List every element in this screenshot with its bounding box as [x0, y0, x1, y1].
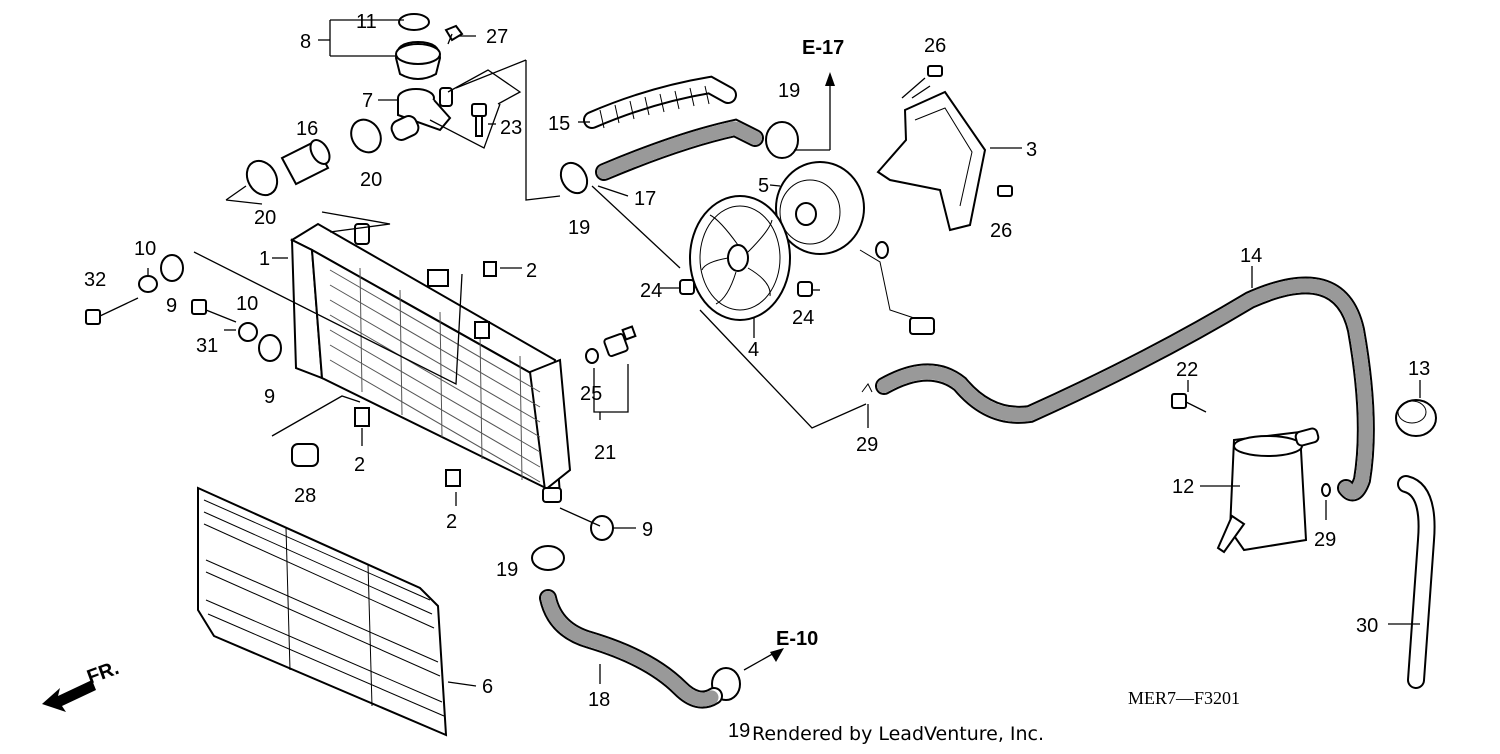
callout-4[interactable]: 4 — [748, 339, 759, 361]
callout-23[interactable]: 23 — [500, 117, 522, 139]
callout-15[interactable]: 15 — [548, 113, 570, 135]
callout-13[interactable]: 13 — [1408, 358, 1430, 380]
callout-27[interactable]: 27 — [486, 26, 508, 48]
hose-clamp-20-part[interactable] — [241, 114, 387, 200]
fan-motor-part[interactable] — [775, 161, 936, 335]
callout-9b[interactable]: 9 — [264, 386, 275, 408]
callout-9c[interactable]: 9 — [642, 519, 653, 541]
callout-20b[interactable]: 20 — [360, 169, 382, 191]
bolt-26-part[interactable] — [927, 65, 1013, 197]
reference-e17[interactable]: E-17 — [802, 37, 844, 59]
callout-29a[interactable]: 29 — [856, 434, 878, 456]
callout-25[interactable]: 25 — [580, 383, 602, 405]
hose-clamp-19-part[interactable] — [531, 121, 799, 701]
leader-lines — [147, 19, 1421, 687]
hose-15-part[interactable] — [583, 75, 737, 129]
cooling-fan-part[interactable] — [689, 195, 791, 321]
callout-5[interactable]: 5 — [758, 175, 769, 197]
callout-26b[interactable]: 26 — [990, 220, 1012, 242]
callout-11[interactable]: 11 — [356, 11, 377, 33]
callout-6[interactable]: 6 — [482, 676, 493, 698]
callout-20a[interactable]: 20 — [254, 207, 276, 229]
callout-26a[interactable]: 26 — [924, 35, 946, 57]
callout-31[interactable]: 31 — [196, 335, 218, 357]
callout-19a[interactable]: 19 — [778, 80, 800, 102]
clamp-2-part[interactable] — [354, 261, 497, 487]
radiator-grille-part[interactable] — [197, 486, 448, 737]
bolt-31-part[interactable] — [191, 299, 237, 323]
callout-19d[interactable]: 19 — [728, 720, 750, 742]
front-direction-label: FR. — [84, 657, 122, 689]
callout-8[interactable]: 8 — [300, 31, 311, 53]
hose-17-part[interactable] — [595, 118, 764, 181]
callout-24b[interactable]: 24 — [792, 307, 814, 329]
callout-2c[interactable]: 2 — [446, 511, 457, 533]
callout-28[interactable]: 28 — [294, 485, 316, 507]
nut-24-part[interactable] — [679, 279, 813, 297]
clip-29-part[interactable] — [861, 383, 1331, 497]
callout-32[interactable]: 32 — [84, 269, 106, 291]
callout-24a[interactable]: 24 — [640, 280, 662, 302]
collar-10-part[interactable] — [138, 275, 258, 342]
front-direction-arrow-icon — [42, 680, 96, 712]
screw-27-part[interactable] — [444, 24, 464, 45]
radiator-part[interactable] — [289, 222, 572, 503]
callout-1[interactable]: 1 — [259, 248, 270, 270]
reference-arrows — [770, 72, 835, 662]
collar-28-part[interactable] — [291, 443, 319, 467]
bolt-32-part[interactable] — [85, 297, 139, 325]
callout-30[interactable]: 30 — [1356, 615, 1378, 637]
callout-22[interactable]: 22 — [1176, 359, 1198, 381]
filler-neck-part[interactable] — [389, 87, 453, 143]
overflow-tube-30-part[interactable] — [1397, 475, 1436, 689]
callout-19b[interactable]: 19 — [568, 217, 590, 239]
hose-16-part[interactable] — [280, 137, 333, 186]
reserve-tank-cap-part[interactable] — [1395, 399, 1437, 437]
hose-18-part[interactable] — [539, 589, 723, 709]
callout-10b[interactable]: 10 — [236, 293, 258, 315]
callout-12[interactable]: 12 — [1172, 476, 1194, 498]
callout-16[interactable]: 16 — [296, 118, 318, 140]
grommet-9-part[interactable] — [160, 254, 614, 541]
fan-bracket-part[interactable] — [876, 90, 987, 232]
callout-9a[interactable]: 9 — [166, 295, 177, 317]
radiator-cap-part[interactable] — [394, 13, 442, 80]
watermark-text: Rendered by LeadVenture, Inc. — [752, 723, 1044, 745]
callout-19c[interactable]: 19 — [496, 559, 518, 581]
callout-2a[interactable]: 2 — [526, 260, 537, 282]
diagram-code: MER7—F3201 — [1128, 688, 1240, 708]
callout-2b[interactable]: 2 — [354, 454, 365, 476]
callout-3[interactable]: 3 — [1026, 139, 1037, 161]
reserve-tank-part[interactable] — [1216, 427, 1320, 554]
callout-21[interactable]: 21 — [594, 442, 616, 464]
bolt-22-part[interactable] — [1171, 393, 1207, 413]
callout-10a[interactable]: 10 — [134, 238, 156, 260]
callout-14[interactable]: 14 — [1240, 245, 1262, 267]
callout-17[interactable]: 17 — [634, 188, 656, 210]
callout-7[interactable]: 7 — [362, 90, 373, 112]
callout-29b[interactable]: 29 — [1314, 529, 1336, 551]
callout-18[interactable]: 18 — [588, 689, 610, 711]
bolt-23-part[interactable] — [471, 103, 487, 137]
callout-labels: 1 2 2 2 3 4 5 6 7 8 9 9 9 10 10 11 12 13… — [84, 11, 1430, 742]
siphon-tube-14-part[interactable] — [875, 276, 1375, 502]
thermo-switch-part[interactable] — [585, 325, 637, 364]
reference-e10[interactable]: E-10 — [776, 628, 818, 650]
